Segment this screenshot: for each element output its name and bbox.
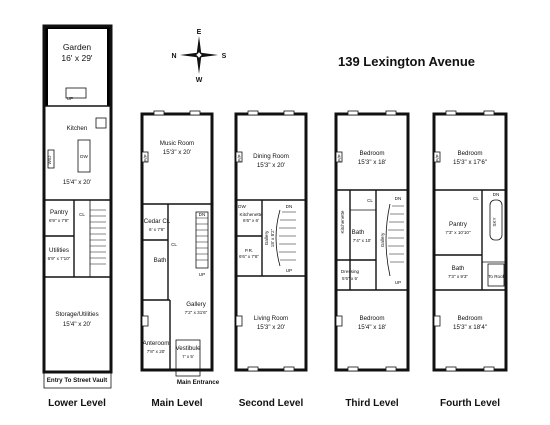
music-room-dim: 15'3" x 20' [163, 149, 191, 156]
pantry-dim: 6'9" x 7'8" [49, 218, 69, 223]
to-roof-label: To Roof [488, 274, 505, 279]
kitchen-label: Kitchen [67, 125, 88, 132]
second-gallery-dim: 18' x 8'2" [270, 228, 275, 247]
dressing-label: Dressing [341, 269, 360, 274]
third-kitchenette-label: Kitchenette [340, 210, 345, 233]
third-bath-dim: 7'4" x 10' [353, 238, 372, 243]
third-level-title: Third Level [345, 398, 399, 409]
kitchenette-dim: 6'6" x 6' [243, 218, 259, 223]
dining-room-label: Dining Room [253, 153, 289, 160]
kitchen-dim: 15'4" x 20' [63, 179, 91, 186]
street-vault-label: Entry To Street Vault [47, 377, 107, 384]
fourth-pantry-label: Pantry [449, 221, 468, 228]
svg-text:CL: CL [171, 242, 177, 247]
svg-text:F/P: F/P [337, 154, 342, 161]
svg-text:F/P: F/P [237, 154, 242, 161]
third-bath-label: Bath [352, 229, 365, 236]
svg-text:F/P: F/P [143, 154, 148, 161]
third-gallery-label: Gallery [380, 232, 385, 247]
lower-level-title: Lower Level [48, 398, 106, 409]
utilities-label: Utilities [49, 247, 69, 254]
third-bedroom-rear-dim: 15'4" x 18' [358, 324, 386, 331]
main-level-title: Main Level [151, 398, 202, 409]
gallery-label: Gallery [186, 301, 207, 308]
svg-text:F/P: F/P [435, 154, 440, 161]
powder-room-dim: 6'6" x 7'6" [239, 254, 259, 259]
living-room-label: Living Room [254, 315, 288, 322]
svg-text:DN: DN [286, 204, 293, 209]
svg-text:UP: UP [395, 280, 401, 285]
fourth-bedroom-rear-dim: 15'3" x 18'4" [453, 324, 487, 331]
fourth-bedroom-front-label: Bedroom [457, 150, 482, 157]
fourth-bath-dim: 7'3" x 9'3" [448, 274, 468, 279]
gallery-dim: 7'2" x 31'6" [185, 310, 208, 315]
skylight-label: SKY [492, 217, 497, 226]
compass-west: W [196, 77, 203, 84]
compass-east: E [197, 29, 202, 36]
music-room-label: Music Room [160, 140, 194, 147]
svg-text:W/D: W/D [47, 155, 52, 165]
third-bedroom-front-label: Bedroom [359, 150, 384, 157]
svg-text:UP: UP [67, 96, 73, 101]
anteroom-label: Anteroom [143, 340, 170, 347]
second-level-plan: F/P Dining Room 15'3" x 20' Kitchenette … [234, 110, 308, 409]
storage-label: Storage/Utilities [55, 311, 98, 318]
svg-text:UP: UP [199, 272, 205, 277]
svg-text:DW: DW [238, 204, 246, 209]
powder-room-label: P.R. [245, 248, 253, 253]
lower-level-plan: Garden 16' x 29' UP Kitchen 15'4" x 20' … [42, 24, 113, 409]
garden-dim: 16' x 29' [61, 53, 93, 63]
fourth-bath-label: Bath [452, 265, 465, 272]
compass-north: N [171, 53, 176, 60]
main-entrance-label: Main Entrance [177, 379, 220, 386]
svg-text:UP: UP [286, 268, 292, 273]
second-gallery-label: Gallery [264, 230, 269, 245]
pantry-label: Pantry [50, 209, 69, 216]
compass-south: S [222, 53, 227, 60]
dressing-dim: 5'6" x 5' [342, 276, 358, 281]
compass-rose: E N S W [171, 29, 226, 84]
living-room-dim: 15'3" x 20' [257, 324, 285, 331]
second-level-title: Second Level [239, 398, 304, 409]
svg-text:DN: DN [395, 196, 402, 201]
svg-text:DN: DN [199, 212, 206, 217]
property-address: 139 Lexington Avenue [338, 54, 475, 69]
svg-text:CL: CL [367, 198, 373, 203]
fourth-level-plan: F/P Bedroom 15'3" x 17'6" CL Pantry 7'3"… [432, 110, 508, 409]
vestibule-label: Vestibule [175, 345, 201, 352]
anteroom-dim: 7'8" x 20' [147, 349, 166, 354]
fourth-bedroom-rear-label: Bedroom [457, 315, 482, 322]
svg-text:DW: DW [80, 154, 88, 159]
garden-label: Garden [63, 42, 92, 52]
storage-dim: 15'4" x 20' [63, 321, 91, 328]
main-bath-label: Bath [154, 257, 167, 264]
main-level-plan: F/P Music Room 15'3" x 20' Cedar CL 6' x… [140, 110, 220, 409]
fourth-level-title: Fourth Level [440, 398, 500, 409]
third-bedroom-front-dim: 15'3" x 18' [358, 159, 386, 166]
svg-text:CL: CL [473, 196, 479, 201]
cedar-closet-label: Cedar CL [144, 218, 171, 225]
vestibule-dim: 7' x 5' [182, 354, 194, 359]
svg-text:CL: CL [79, 212, 85, 217]
dining-room-dim: 15'3" x 20' [257, 162, 285, 169]
fourth-pantry-dim: 7'3" x 10'10" [445, 230, 471, 235]
svg-text:DN: DN [493, 192, 500, 197]
utilities-dim: 6'9" x 7'10" [48, 256, 71, 261]
fourth-bedroom-front-dim: 15'3" x 17'6" [453, 159, 487, 166]
third-level-plan: F/P Bedroom 15'3" x 18' Kitchenette CL B… [334, 110, 410, 409]
third-bedroom-rear-label: Bedroom [359, 315, 384, 322]
cedar-closet-dim: 6' x 7'6" [149, 227, 165, 232]
kitchenette-label: Kitchenette [240, 212, 263, 217]
